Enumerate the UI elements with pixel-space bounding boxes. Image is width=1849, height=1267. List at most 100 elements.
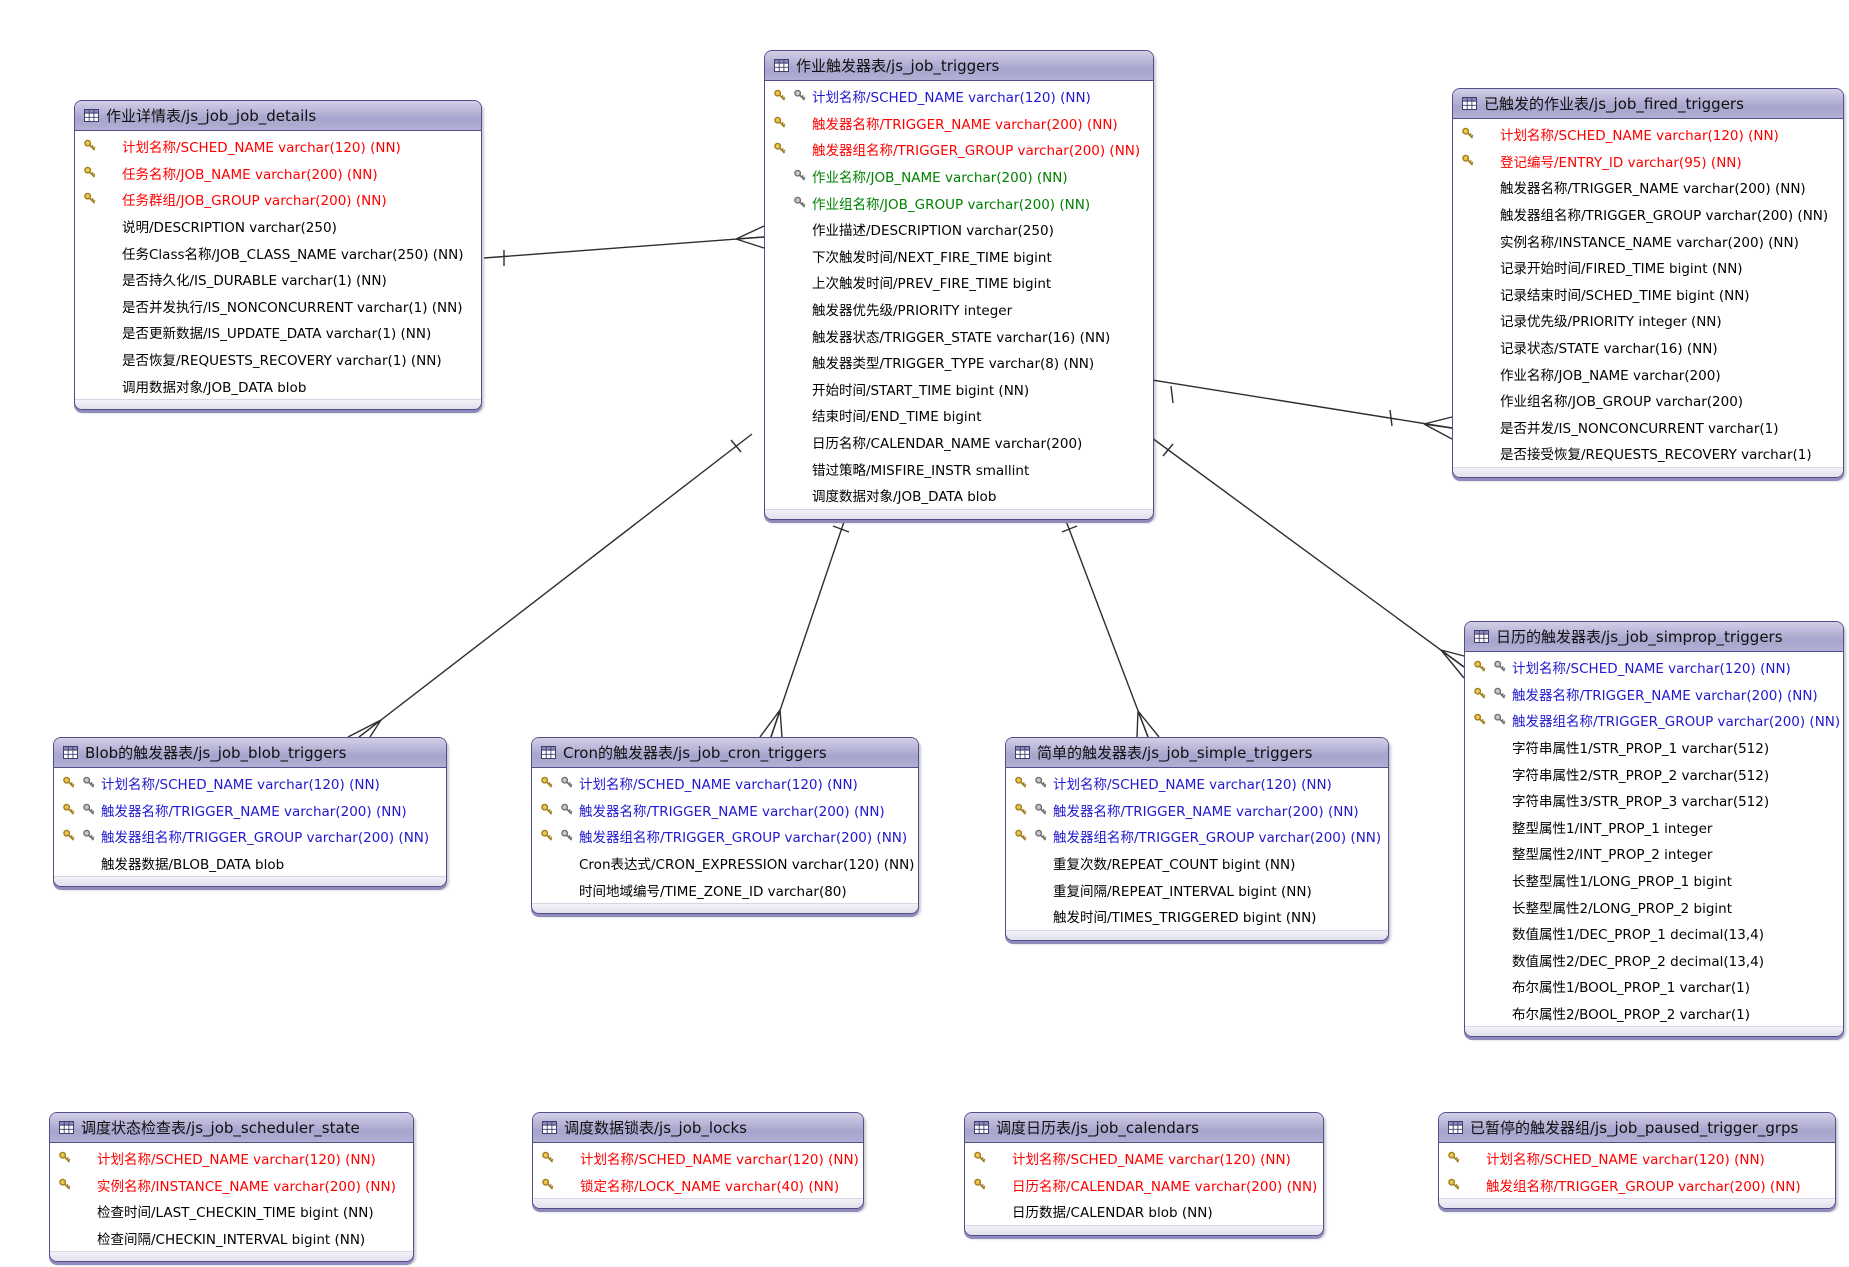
field-row[interactable]: 计划名称/SCHED_NAME varchar(120) (NN) (1465, 654, 1843, 681)
field-row[interactable]: 触发器组名称/TRIGGER_GROUP varchar(200) (NN) (54, 823, 446, 850)
field-row[interactable]: 触发器名称/TRIGGER_NAME varchar(200) (NN) (532, 797, 918, 824)
field-row[interactable]: 说明/DESCRIPTION varchar(250) (75, 213, 481, 240)
field-row[interactable]: 日历名称/CALENDAR_NAME varchar(200) (NN) (965, 1172, 1323, 1199)
field-row[interactable]: 记录结束时间/SCHED_TIME bigint (NN) (1453, 281, 1843, 308)
field-row[interactable]: 触发器类型/TRIGGER_TYPE varchar(8) (NN) (765, 349, 1153, 376)
field-row[interactable]: 触发器名称/TRIGGER_NAME varchar(200) (NN) (1006, 797, 1388, 824)
field-row[interactable]: 计划名称/SCHED_NAME varchar(120) (NN) (54, 770, 446, 797)
field-row[interactable]: 结束时间/END_TIME bigint (765, 402, 1153, 429)
field-row[interactable]: 是否持久化/IS_DURABLE varchar(1) (NN) (75, 266, 481, 293)
field-row[interactable]: 触发器状态/TRIGGER_STATE varchar(16) (NN) (765, 322, 1153, 349)
field-row[interactable]: 作业组名称/JOB_GROUP varchar(200) (1453, 387, 1843, 414)
table-header[interactable]: 日历的触发器表/js_job_simprop_triggers (1465, 622, 1843, 652)
field-row[interactable]: 字符串属性2/STR_PROP_2 varchar(512) (1465, 760, 1843, 787)
table-header[interactable]: 已暂停的触发器组/js_job_paused_trigger_grps (1439, 1113, 1835, 1143)
field-row[interactable]: 任务名称/JOB_NAME varchar(200) (NN) (75, 160, 481, 187)
field-row[interactable]: 数值属性2/DEC_PROP_2 decimal(13,4) (1465, 947, 1843, 974)
field-row[interactable]: Cron表达式/CRON_EXPRESSION varchar(120) (NN… (532, 850, 918, 877)
field-row[interactable]: 触发器名称/TRIGGER_NAME varchar(200) (NN) (54, 797, 446, 824)
field-row[interactable]: 日历名称/CALENDAR_NAME varchar(200) (765, 429, 1153, 456)
field-row[interactable]: 计划名称/SCHED_NAME varchar(120) (NN) (533, 1145, 863, 1172)
field-row[interactable]: 数值属性1/DEC_PROP_1 decimal(13,4) (1465, 920, 1843, 947)
field-row[interactable]: 布尔属性2/BOOL_PROP_2 varchar(1) (1465, 1000, 1843, 1027)
field-row[interactable]: 计划名称/SCHED_NAME varchar(120) (NN) (50, 1145, 413, 1172)
field-row[interactable]: 任务群组/JOB_GROUP varchar(200) (NN) (75, 186, 481, 213)
field-row[interactable]: 计划名称/SCHED_NAME varchar(120) (NN) (532, 770, 918, 797)
field-row[interactable]: 记录状态/STATE varchar(16) (NN) (1453, 334, 1843, 361)
field-row[interactable]: 触发器数据/BLOB_DATA blob (54, 850, 446, 877)
field-row[interactable]: 整型属性2/INT_PROP_2 integer (1465, 840, 1843, 867)
field-row[interactable]: 作业描述/DESCRIPTION varchar(250) (765, 216, 1153, 243)
field-row[interactable]: 计划名称/SCHED_NAME varchar(120) (NN) (1006, 770, 1388, 797)
field-row[interactable]: 计划名称/SCHED_NAME varchar(120) (NN) (1453, 121, 1843, 148)
field-row[interactable]: 计划名称/SCHED_NAME varchar(120) (NN) (75, 133, 481, 160)
field-row[interactable]: 是否恢复/REQUESTS_RECOVERY varchar(1) (NN) (75, 346, 481, 373)
field-row[interactable]: 实例名称/INSTANCE_NAME varchar(200) (NN) (50, 1172, 413, 1199)
table-header[interactable]: 已触发的作业表/js_job_fired_triggers (1453, 89, 1843, 119)
field-row[interactable]: 整型属性1/INT_PROP_1 integer (1465, 814, 1843, 841)
field-row[interactable]: 检查间隔/CHECKIN_INTERVAL bigint (NN) (50, 1225, 413, 1252)
field-row[interactable]: 任务Class名称/JOB_CLASS_NAME varchar(250) (N… (75, 239, 481, 266)
field-row[interactable]: 记录优先级/PRIORITY integer (NN) (1453, 307, 1843, 334)
table-header[interactable]: 调度日历表/js_job_calendars (965, 1113, 1323, 1143)
field-row[interactable]: 是否并发执行/IS_NONCONCURRENT varchar(1) (NN) (75, 293, 481, 320)
table-header[interactable]: 作业触发器表/js_job_triggers (765, 51, 1153, 81)
field-row[interactable]: 长整型属性1/LONG_PROP_1 bigint (1465, 867, 1843, 894)
field-row[interactable]: 锁定名称/LOCK_NAME varchar(40) (NN) (533, 1172, 863, 1199)
table-header[interactable]: Blob的触发器表/js_job_blob_triggers (54, 738, 446, 768)
field-row[interactable]: 重复次数/REPEAT_COUNT bigint (NN) (1006, 850, 1388, 877)
field-row[interactable]: 作业名称/JOB_NAME varchar(200) (NN) (765, 163, 1153, 190)
field-row[interactable]: 触发器组名称/TRIGGER_GROUP varchar(200) (NN) (1465, 707, 1843, 734)
field-row[interactable]: 作业名称/JOB_NAME varchar(200) (1453, 360, 1843, 387)
field-row[interactable]: 触发器组名称/TRIGGER_GROUP varchar(200) (NN) (1453, 201, 1843, 228)
field-row[interactable]: 登记编号/ENTRY_ID varchar(95) (NN) (1453, 148, 1843, 175)
field-row[interactable]: 计划名称/SCHED_NAME varchar(120) (NN) (1439, 1145, 1835, 1172)
field-row[interactable]: 触发器优先级/PRIORITY integer (765, 296, 1153, 323)
field-row[interactable]: 是否接受恢复/REQUESTS_RECOVERY varchar(1) (1453, 440, 1843, 467)
field-row[interactable]: 记录开始时间/FIRED_TIME bigint (NN) (1453, 254, 1843, 281)
table-header[interactable]: 作业详情表/js_job_job_details (75, 101, 481, 131)
field-row[interactable]: 触发器组名称/TRIGGER_GROUP varchar(200) (NN) (765, 136, 1153, 163)
field-row[interactable]: 实例名称/INSTANCE_NAME varchar(200) (NN) (1453, 227, 1843, 254)
field-row[interactable]: 触发器名称/TRIGGER_NAME varchar(200) (NN) (1465, 681, 1843, 708)
field-row[interactable]: 调度数据对象/JOB_DATA blob (765, 482, 1153, 509)
field-row[interactable]: 是否更新数据/IS_UPDATE_DATA varchar(1) (NN) (75, 319, 481, 346)
table-header[interactable]: 简单的触发器表/js_job_simple_triggers (1006, 738, 1388, 768)
field-row[interactable]: 触发器组名称/TRIGGER_GROUP varchar(200) (NN) (1006, 823, 1388, 850)
field-row[interactable]: 触发器名称/TRIGGER_NAME varchar(200) (NN) (1453, 174, 1843, 201)
field-row[interactable]: 触发组名称/TRIGGER_GROUP varchar(200) (NN) (1439, 1172, 1835, 1199)
field-row[interactable]: 计划名称/SCHED_NAME varchar(120) (NN) (765, 83, 1153, 110)
table-header[interactable]: 调度数据锁表/js_job_locks (533, 1113, 863, 1143)
field-row[interactable]: 上次触发时间/PREV_FIRE_TIME bigint (765, 269, 1153, 296)
field-row[interactable]: 时间地域编号/TIME_ZONE_ID varchar(80) (532, 876, 918, 903)
field-row[interactable]: 触发器名称/TRIGGER_NAME varchar(200) (NN) (765, 110, 1153, 137)
field-row[interactable]: 布尔属性1/BOOL_PROP_1 varchar(1) (1465, 973, 1843, 1000)
field-row[interactable]: 触发器组名称/TRIGGER_GROUP varchar(200) (NN) (532, 823, 918, 850)
table-header[interactable]: Cron的触发器表/js_job_cron_triggers (532, 738, 918, 768)
field-row[interactable]: 作业组名称/JOB_GROUP varchar(200) (NN) (765, 189, 1153, 216)
field-row[interactable]: 长整型属性2/LONG_PROP_2 bigint (1465, 893, 1843, 920)
field-row[interactable]: 错过策略/MISFIRE_INSTR smallint (765, 455, 1153, 482)
field-row[interactable]: 日历数据/CALENDAR blob (NN) (965, 1198, 1323, 1225)
field-row[interactable]: 字符串属性1/STR_PROP_1 varchar(512) (1465, 734, 1843, 761)
field-row[interactable]: 调用数据对象/JOB_DATA blob (75, 372, 481, 399)
field-row[interactable]: 触发时间/TIMES_TRIGGERED bigint (NN) (1006, 903, 1388, 930)
field-row[interactable]: 开始时间/START_TIME bigint (NN) (765, 376, 1153, 403)
field-row[interactable]: 检查时间/LAST_CHECKIN_TIME bigint (NN) (50, 1198, 413, 1225)
field-row[interactable]: 是否并发/IS_NONCONCURRENT varchar(1) (1453, 414, 1843, 441)
field-row[interactable]: 下次触发时间/NEXT_FIRE_TIME bigint (765, 243, 1153, 270)
field-row[interactable]: 计划名称/SCHED_NAME varchar(120) (NN) (965, 1145, 1323, 1172)
table-header[interactable]: 调度状态检查表/js_job_scheduler_state (50, 1113, 413, 1143)
field-row[interactable]: 字符串属性3/STR_PROP_3 varchar(512) (1465, 787, 1843, 814)
